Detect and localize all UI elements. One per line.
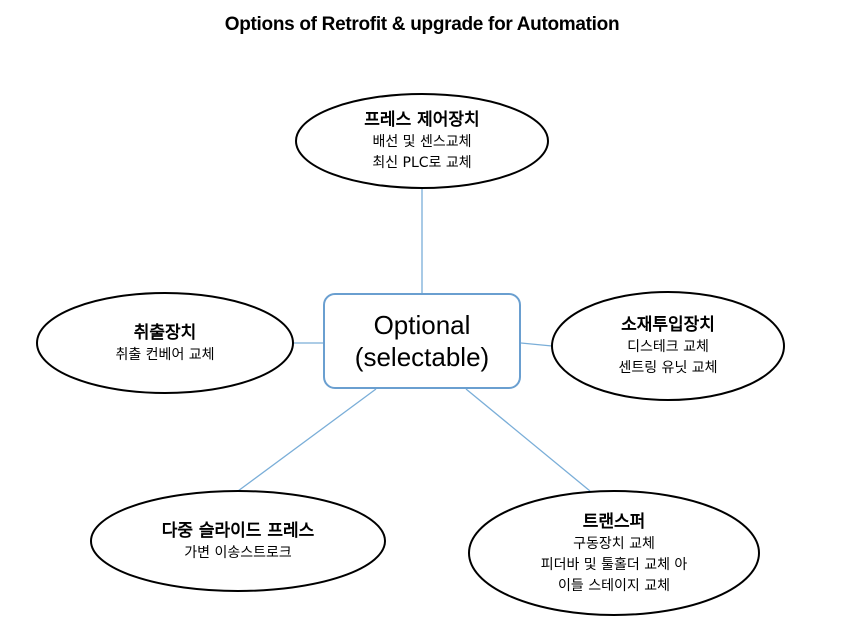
node-unloading-line-1: 취출 컨베어 교체 <box>115 346 215 363</box>
ellipse-bottom-left <box>90 490 386 592</box>
node-transfer: 트랜스퍼 구동장치 교체 피더바 및 툴홀더 교체 아 이들 스테이지 교체 <box>469 491 759 615</box>
node-press-control-line-2: 최신 PLC로 교체 <box>372 155 472 171</box>
node-unloading-title: 취출장치 <box>133 322 197 343</box>
node-material-feed: 소재투입장치 디스테크 교체 센트링 유닛 교체 <box>552 292 784 400</box>
ellipse-right <box>551 291 785 401</box>
node-multi-slide-press-title: 다중 슬라이드 프레스 <box>161 520 315 541</box>
center-box: Optional (selectable) <box>323 293 521 389</box>
diagram-title: Options of Retrofit & upgrade for Automa… <box>224 14 620 35</box>
node-transfer-line-2: 피더바 및 툴홀더 교체 아 <box>540 556 688 573</box>
ellipse-bottom-right <box>468 490 760 616</box>
node-press-control-line-1: 배선 및 센스교체 <box>372 134 472 150</box>
node-multi-slide-press-line-1: 가변 이송스트로크 <box>184 544 292 561</box>
ellipse-top <box>295 93 549 189</box>
ellipse-left <box>36 292 294 394</box>
node-material-feed-title: 소재투입장치 <box>621 315 715 335</box>
center-line-1: Optional <box>373 310 471 340</box>
node-unloading: 취출장치 취출 컨베어 교체 <box>37 293 293 393</box>
connector-bottom-right <box>465 388 591 492</box>
connector-right <box>520 342 553 347</box>
connector-bottom-left <box>237 388 377 492</box>
node-transfer-line-1: 구동장치 교체 <box>573 535 655 552</box>
node-material-feed-line-2: 센트링 유닛 교체 <box>618 360 718 376</box>
node-material-feed-line-1: 디스테크 교체 <box>627 339 709 355</box>
node-transfer-line-3: 이들 스테이지 교체 <box>558 577 670 594</box>
node-transfer-title: 트랜스퍼 <box>582 511 646 532</box>
node-press-control-title: 프레스 제어장치 <box>364 110 480 130</box>
center-line-2: (selectable) <box>354 342 490 372</box>
node-press-control: 프레스 제어장치 배선 및 센스교체 최신 PLC로 교체 <box>296 94 548 188</box>
node-multi-slide-press: 다중 슬라이드 프레스 가변 이송스트로크 <box>91 491 385 591</box>
